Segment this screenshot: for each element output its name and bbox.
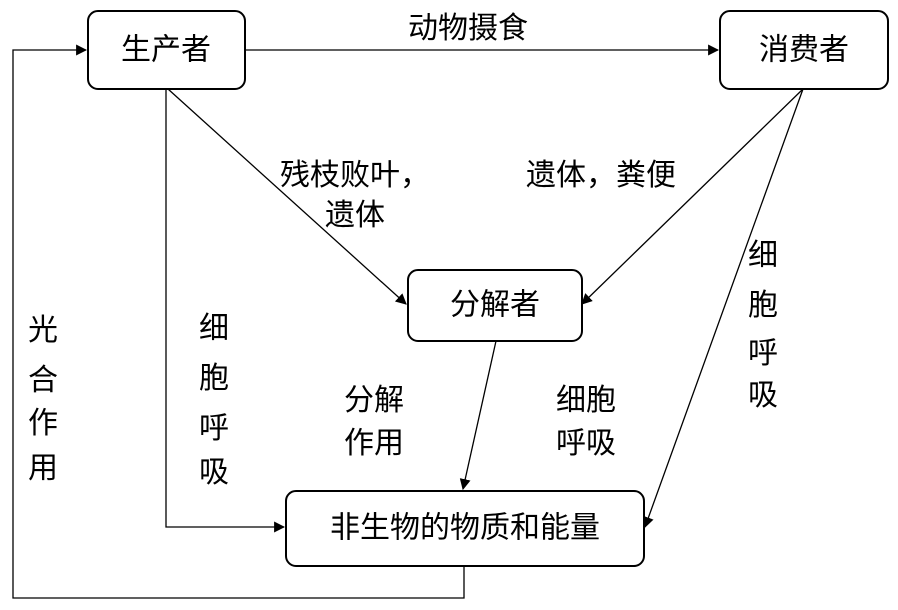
label-decomposer-respiration-2: 呼吸 bbox=[556, 426, 616, 461]
label-decomposition-1: 分解 bbox=[344, 383, 404, 418]
label-producer-residue-1: 残枝败叶， bbox=[280, 158, 430, 193]
label-producer-respiration-2: 胞 bbox=[199, 361, 229, 396]
label-consumer-respiration-1: 细 bbox=[748, 238, 778, 273]
label-producer-respiration-3: 呼 bbox=[199, 411, 229, 446]
label-feeding: 动物摄食 bbox=[408, 11, 528, 46]
label-photosynthesis-3: 作 bbox=[28, 406, 58, 441]
label-decomposer-respiration-1: 细胞 bbox=[556, 383, 616, 418]
label-photosynthesis-2: 合 bbox=[28, 363, 58, 398]
edge-decomposition bbox=[459, 340, 497, 491]
label-decomposition-2: 作用 bbox=[344, 426, 404, 461]
edge-producer-respiration bbox=[165, 89, 286, 533]
label-consumer-residue: 遗体，粪便 bbox=[526, 158, 676, 193]
node-producer: 生产者 bbox=[87, 10, 246, 90]
label-producer-respiration-4: 吸 bbox=[199, 455, 229, 490]
label-photosynthesis-1: 光 bbox=[28, 313, 58, 348]
node-decomposer-label: 分解者 bbox=[450, 288, 540, 323]
label-producer-residue-2: 遗体 bbox=[325, 198, 385, 233]
node-producer-label: 生产者 bbox=[121, 33, 211, 68]
edge-consumer-respiration bbox=[643, 88, 804, 529]
label-consumer-respiration-4: 吸 bbox=[748, 378, 778, 413]
label-photosynthesis-4: 用 bbox=[28, 451, 58, 486]
edge-producer-to-decomposer bbox=[167, 88, 407, 305]
label-producer-respiration-1: 细 bbox=[199, 311, 229, 346]
node-consumer: 消费者 bbox=[719, 10, 889, 90]
node-consumer-label: 消费者 bbox=[759, 33, 849, 68]
node-decomposer: 分解者 bbox=[407, 269, 583, 342]
edge-photosynthesis bbox=[12, 44, 465, 599]
edge-consumer-to-decomposer bbox=[581, 88, 804, 305]
node-abiotic: 非生物的物质和能量 bbox=[285, 490, 645, 567]
label-consumer-respiration-2: 胞 bbox=[748, 288, 778, 323]
node-abiotic-label: 非生物的物质和能量 bbox=[330, 511, 600, 546]
label-consumer-respiration-3: 呼 bbox=[748, 336, 778, 371]
